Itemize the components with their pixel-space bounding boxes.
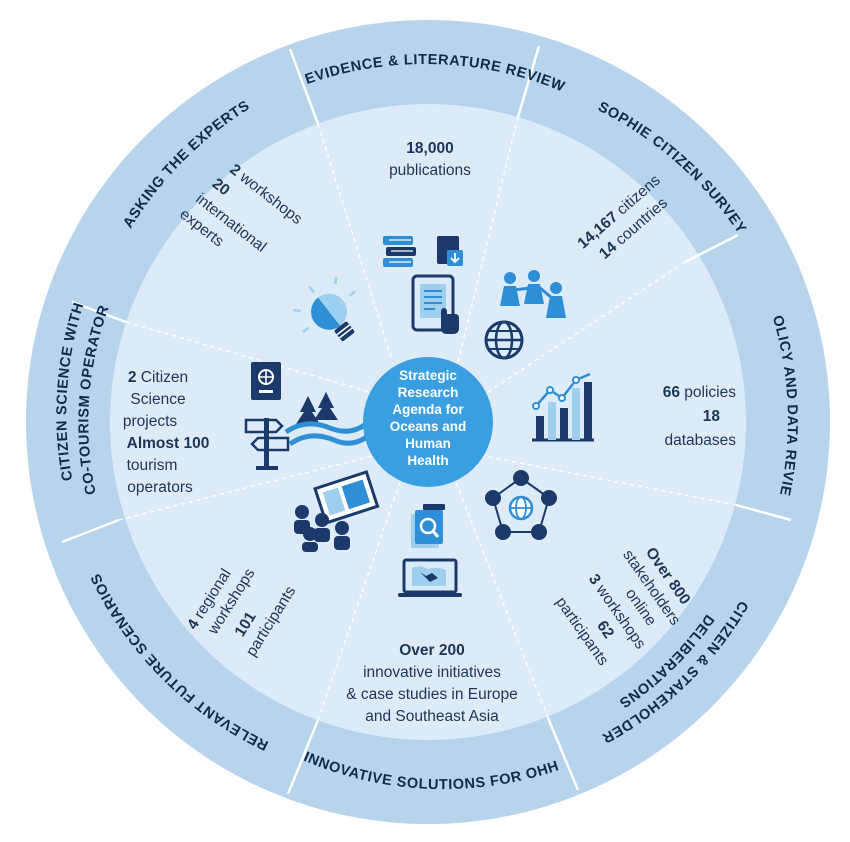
ring-separators — [61, 45, 792, 795]
network-people-icon — [485, 470, 557, 540]
audience-presentation-icon — [294, 470, 380, 552]
people-group-icon — [500, 270, 566, 318]
svg-text:66 policies: 66 policies — [663, 384, 737, 401]
lightbulb-icon — [293, 276, 356, 342]
books-icon — [383, 236, 416, 267]
bar-chart-icon — [532, 372, 594, 442]
segment-separators — [118, 116, 737, 721]
segment-citizen-science: 2 Citizen Science projects Almost 100 to… — [123, 369, 209, 496]
segment-evidence: 18,000 publications — [389, 140, 471, 179]
passport-icon — [251, 362, 281, 400]
svg-text:Health: Health — [407, 453, 448, 468]
svg-text:databases: databases — [664, 432, 736, 449]
signpost-icon — [244, 418, 290, 470]
svg-text:18: 18 — [703, 408, 721, 425]
svg-text:& case studies in Europe: & case studies in Europe — [346, 686, 517, 703]
download-document-icon — [437, 236, 463, 266]
globe-icon — [484, 320, 524, 360]
svg-text:Over 200: Over 200 — [399, 642, 465, 659]
evidence-number: 18,000 — [406, 140, 453, 157]
svg-text:operators: operators — [127, 479, 193, 496]
center-circle — [363, 357, 493, 487]
center-title: Strategic Research Agenda for Oceans and… — [390, 368, 467, 468]
folder-search-icon — [411, 504, 445, 548]
svg-text:62: 62 — [593, 618, 617, 642]
laptop-map-icon — [398, 558, 462, 597]
svg-text:Strategic: Strategic — [399, 368, 457, 383]
svg-text:and Southeast Asia: and Southeast Asia — [365, 708, 499, 725]
segment-policy: 66 policies 18 databases — [663, 384, 737, 449]
evidence-text: publications — [389, 162, 471, 179]
svg-text:Agenda for: Agenda for — [392, 402, 464, 417]
svg-text:projects: projects — [123, 413, 178, 430]
svg-text:18,000: 18,000 — [406, 140, 453, 157]
svg-text:Research: Research — [398, 385, 459, 400]
tablet-document-icon — [411, 274, 459, 334]
segment-innovative: Over 200 innovative initiatives & case s… — [346, 642, 517, 725]
svg-text:tourism: tourism — [127, 457, 178, 474]
island-waves-icon — [284, 392, 370, 447]
svg-text:Science: Science — [130, 391, 185, 408]
svg-text:innovative initiatives: innovative initiatives — [363, 664, 501, 681]
svg-text:Human: Human — [405, 436, 451, 451]
svg-text:Oceans and: Oceans and — [390, 419, 467, 434]
svg-text:Almost 100: Almost 100 — [127, 435, 210, 452]
svg-text:2 Citizen: 2 Citizen — [128, 369, 188, 386]
